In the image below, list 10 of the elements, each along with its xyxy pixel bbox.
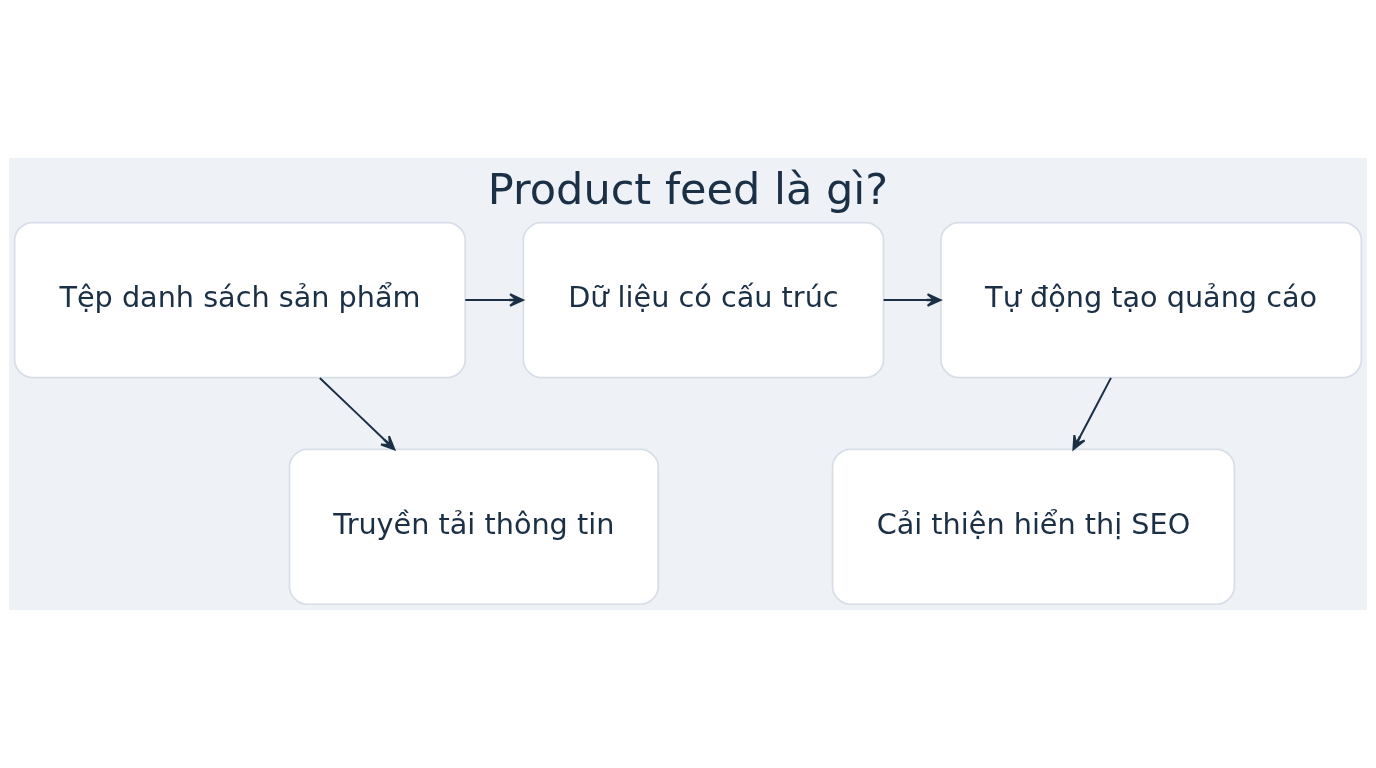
arrow [883, 293, 942, 307]
node-box: Tự động tạo quảng cáo [940, 221, 1363, 379]
node-box: Cải thiện hiển thị SEO [831, 448, 1236, 606]
node-box: Truyền tải thông tin [288, 448, 660, 606]
arrow [1072, 377, 1112, 451]
arrow [465, 293, 524, 307]
arrow [319, 377, 396, 451]
node-box: Tệp danh sách sản phẩm [13, 221, 467, 379]
diagram-title: Product feed là gì? [487, 163, 889, 214]
node-box: Dữ liệu có cấu trúc [522, 221, 885, 379]
